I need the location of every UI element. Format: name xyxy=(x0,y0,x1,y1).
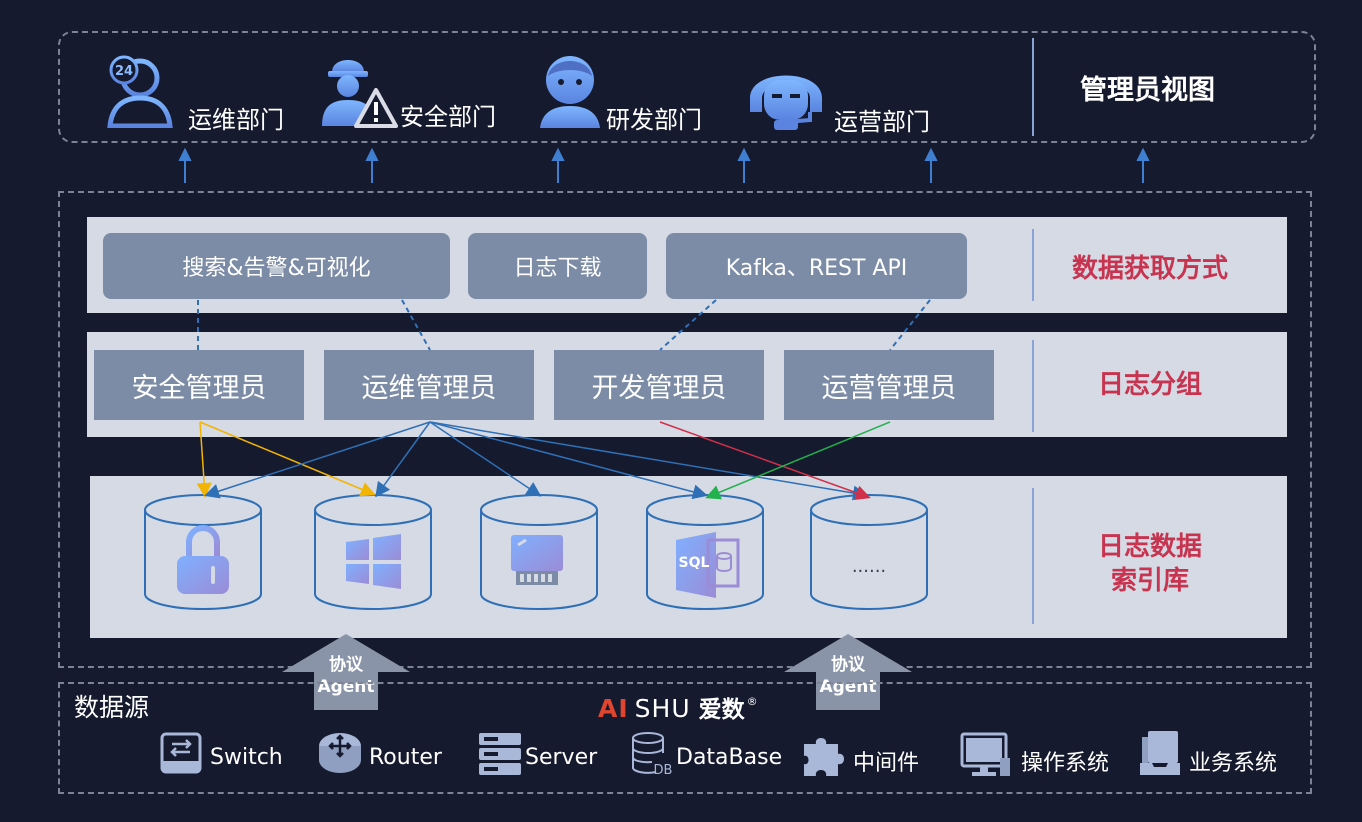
source-router: Router xyxy=(369,745,442,770)
kafka-rest-api-box: Kafka、REST API xyxy=(666,233,967,299)
data-sources-panel xyxy=(58,682,1312,794)
data-access-title: 数据获取方式 xyxy=(1071,254,1228,284)
svg-text:SQL: SQL xyxy=(679,555,710,571)
windows-icon xyxy=(346,534,401,589)
agent-arrow-right xyxy=(784,634,912,710)
log-download-box: 日志下载 xyxy=(468,233,647,299)
agent-label-left-line1: 协议 xyxy=(329,655,363,675)
operator-headset-icon xyxy=(750,75,822,130)
index-library-title-line2: 索引库 xyxy=(1110,566,1189,596)
dept-label-dev: 研发部门 xyxy=(606,106,702,134)
more-icon: ...... xyxy=(852,556,886,577)
admin-view-panel xyxy=(58,31,1316,143)
up-arrows xyxy=(178,147,1150,183)
aishu-logo-shu: SHU xyxy=(634,694,691,723)
source-server: Server xyxy=(525,745,598,770)
group-dev-admin: 开发管理员 xyxy=(554,350,764,420)
router-icon xyxy=(319,733,361,773)
admin-view-divider xyxy=(1032,38,1034,136)
aishu-logo-mark: ® xyxy=(746,695,758,708)
agent-label-right-line1: 协议 xyxy=(831,655,865,675)
source-business-system: 业务系统 xyxy=(1189,751,1278,776)
server-board-icon xyxy=(511,535,563,585)
source-middleware: 中间件 xyxy=(853,751,920,776)
index-library-title: 日志数据 索引库 xyxy=(1060,530,1240,598)
aishu-logo: AI SHU 爱数 ® xyxy=(598,690,758,724)
source-os: 操作系统 xyxy=(1021,751,1110,776)
index-library-title-line1: 日志数据 xyxy=(1097,532,1202,562)
admin-view-title: 管理员视图 xyxy=(1080,75,1215,106)
security-worker-icon xyxy=(322,60,398,128)
source-database: DataBase xyxy=(676,745,783,770)
data-sources-title: 数据源 xyxy=(74,693,150,722)
dept-label-ops: 运维部门 xyxy=(188,106,284,134)
data-access-divider xyxy=(1032,229,1034,301)
group-operations-admin: 运营管理员 xyxy=(784,350,994,420)
business-system-icon xyxy=(1140,731,1180,775)
svg-text:DB: DB xyxy=(654,763,673,777)
dept-label-operations: 运营部门 xyxy=(834,108,930,136)
agent-arrow-left xyxy=(282,634,410,710)
log-groups-divider xyxy=(1032,340,1034,432)
index-cylinders: SQL ...... xyxy=(144,494,928,610)
support-24h-icon: 24 xyxy=(107,55,173,128)
index-library-divider xyxy=(1032,488,1034,624)
connector-lines xyxy=(196,299,931,501)
platform-panel xyxy=(58,191,1312,668)
aishu-logo-cn: 爱数 xyxy=(698,697,745,723)
aishu-logo-ai: AI xyxy=(598,694,629,723)
developer-icon xyxy=(540,56,600,128)
source-switch: Switch xyxy=(210,745,283,770)
dept-label-security: 安全部门 xyxy=(400,103,496,131)
server-icon xyxy=(479,733,521,775)
switch-icon xyxy=(160,732,202,774)
svg-text:24: 24 xyxy=(115,64,133,79)
lock-icon xyxy=(177,525,229,594)
group-ops-admin: 运维管理员 xyxy=(324,350,534,420)
sql-database-icon: SQL xyxy=(676,532,740,598)
puzzle-icon xyxy=(804,738,844,776)
database-icon: DB xyxy=(632,732,673,777)
group-security-admin: 安全管理员 xyxy=(94,350,304,420)
search-alert-visualize-box: 搜索&告警&可视化 xyxy=(103,233,450,299)
log-groups-title: 日志分组 xyxy=(1097,370,1202,400)
monitor-icon xyxy=(960,732,1010,776)
